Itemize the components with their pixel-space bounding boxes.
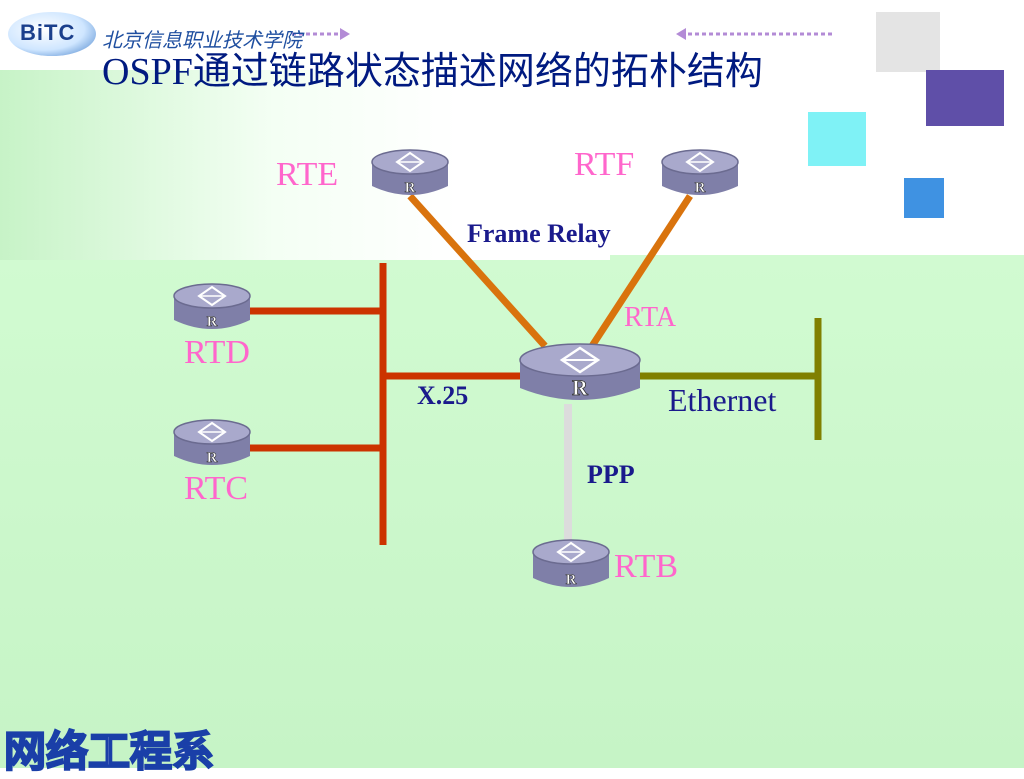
logo-text: BiTC xyxy=(20,20,76,45)
footer-department-badge: 网络工程系 xyxy=(3,726,215,777)
svg-text:R: R xyxy=(566,572,577,588)
background-highlight xyxy=(0,60,610,260)
router-label-rta: RTA xyxy=(624,302,677,333)
link-frame-relay-rte xyxy=(407,193,548,349)
router-label-rtb: RTB xyxy=(614,548,679,585)
router-rtb-icon[interactable]: R xyxy=(531,538,611,594)
logo-badge xyxy=(8,12,96,56)
link-label-frame-relay: Frame Relay xyxy=(467,219,611,248)
router-rte-icon[interactable]: R xyxy=(370,148,450,202)
header-band xyxy=(0,0,1024,70)
router-label-rtc: RTC xyxy=(184,470,249,507)
logo-subtitle: 北京信息职业技术学院 xyxy=(102,28,302,52)
link-label-ethernet: Ethernet xyxy=(668,382,777,418)
link-frame-relay-rtf xyxy=(589,194,693,348)
svg-text:R: R xyxy=(405,180,416,196)
router-label-rte: RTE xyxy=(276,156,339,193)
router-rtd-icon[interactable]: R xyxy=(172,282,252,336)
school-logo: BiTC 北京信息职业技术学院 xyxy=(8,8,308,58)
router-label-rtd: RTD xyxy=(184,334,250,371)
deco-square-blue xyxy=(904,178,944,218)
link-label-x25: X.25 xyxy=(417,381,469,410)
page-title: OSPF通过链路状态描述网络的拓朴结构 xyxy=(102,51,763,93)
router-label-rtf: RTF xyxy=(574,146,635,183)
router-rtc-icon[interactable]: R xyxy=(172,418,252,472)
router-rtf-icon[interactable]: R xyxy=(660,148,740,202)
svg-text:R: R xyxy=(572,375,589,400)
deco-square-purple xyxy=(926,70,1004,126)
link-label-ppp: PPP xyxy=(587,460,635,489)
svg-text:R: R xyxy=(207,450,218,466)
svg-text:R: R xyxy=(207,314,218,330)
deco-square-cyan xyxy=(808,112,866,166)
svg-text:R: R xyxy=(695,180,706,196)
router-rta-icon[interactable]: R xyxy=(518,342,642,408)
deco-arrow-right xyxy=(292,28,832,40)
deco-square-gray xyxy=(876,12,940,72)
